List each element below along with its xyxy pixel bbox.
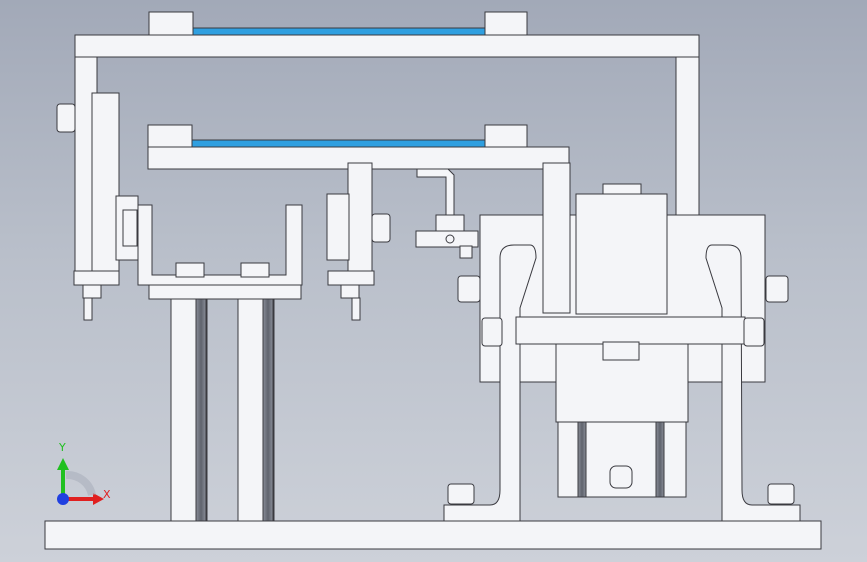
right-plates	[479, 162, 766, 383]
top-blue-strip	[192, 27, 486, 36]
hook-bracket	[415, 168, 479, 259]
middle-frame	[147, 124, 570, 170]
axis-y-label: Y	[59, 441, 66, 454]
motor-assembly	[555, 341, 689, 498]
right-assembly-left-upright	[443, 244, 537, 522]
coordinate-triad-icon	[57, 458, 104, 505]
axis-x-label: X	[103, 488, 111, 501]
base-plate	[44, 520, 822, 550]
right-assembly-right-upright	[705, 244, 801, 522]
left-column	[56, 92, 139, 321]
left-fixture	[137, 204, 303, 300]
middle-blue-strip	[191, 139, 486, 148]
bolts	[447, 275, 795, 505]
cross-plate	[515, 316, 746, 345]
middle-column	[326, 162, 391, 321]
support-legs	[170, 298, 275, 522]
